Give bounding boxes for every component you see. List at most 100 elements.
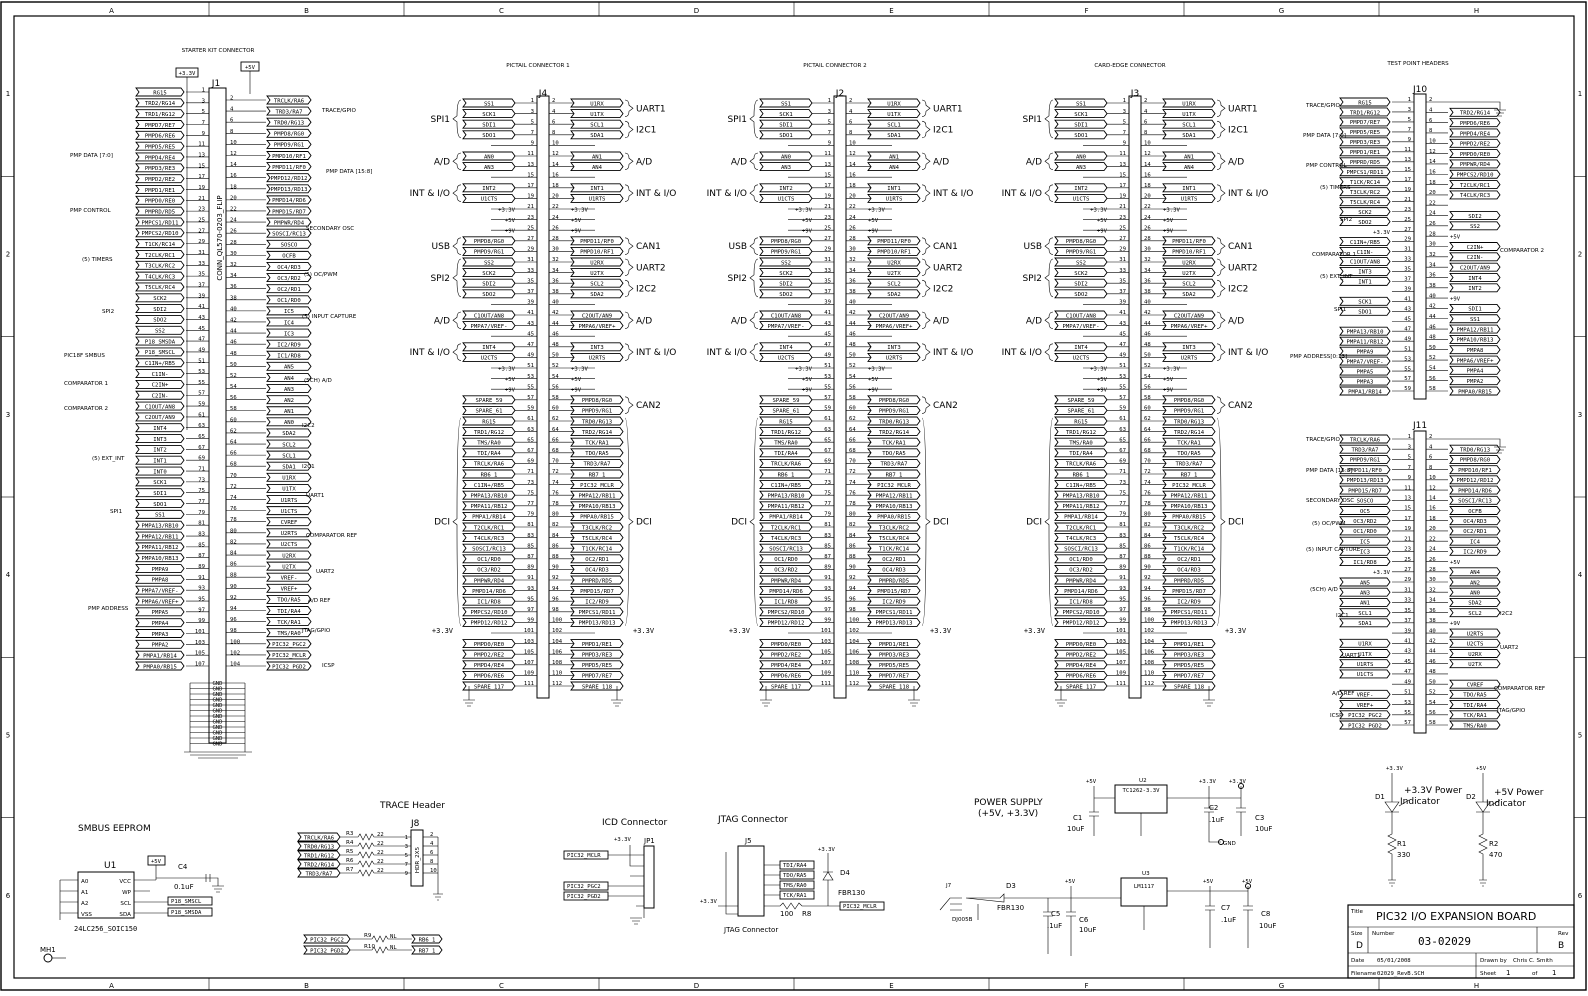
j4-right-bracket-7 xyxy=(624,311,634,329)
j1-right-pin-num-36: 74 xyxy=(230,495,237,501)
j1-left-net-int1: INT1 xyxy=(153,459,166,465)
j2-right-group-a-d: A/D xyxy=(933,157,949,167)
j1-left-pin-num-42: 85 xyxy=(198,542,205,548)
j4-left-pin-3: 7 xyxy=(531,130,534,136)
j4-right-net-box-43 xyxy=(570,554,624,564)
j10-left-net-box-15 xyxy=(1339,247,1391,256)
d4-refdes: D4 xyxy=(840,869,850,877)
j8-left-pin-0: 1 xyxy=(405,835,408,841)
j3-right-net-pmpd3-re3: PMPD3/RE3 xyxy=(1174,653,1204,659)
j1-left-net-box-37 xyxy=(135,488,185,498)
j3-left-net-t4clk-rc3: T4CLK/RC3 xyxy=(1066,536,1096,542)
j1-left-net-box-3 xyxy=(135,120,185,129)
j4-left-pin-9: 19 xyxy=(527,194,534,200)
j4-right-pin-0: 2 xyxy=(552,98,555,104)
j1-left-pin-num-50: 101 xyxy=(195,629,205,635)
j4-left-net-box-51 xyxy=(462,639,516,649)
j11-left-net-ic3: IC3 xyxy=(1360,550,1370,556)
j4-left-pin-14: 29 xyxy=(527,247,534,253)
j10-right-pin-1: 4 xyxy=(1429,108,1433,114)
j2-left-net-box-33 xyxy=(759,448,813,458)
j3-left-pin-5: 11 xyxy=(1119,151,1126,157)
j4-right-net-box-48 xyxy=(570,607,624,617)
trace-res-symbol-4 xyxy=(340,869,411,877)
j11-left-pin-5: 11 xyxy=(1404,485,1411,491)
col-label-top-e: E xyxy=(889,7,893,15)
j11-right-net-u2rx: U2RX xyxy=(1468,652,1482,658)
j3-right-pin-31: 64 xyxy=(1144,427,1151,433)
title-block-lines xyxy=(1348,926,1574,978)
connector-j2: 1SS13SCK15SDI17SDO1911AN013AN31517INT219… xyxy=(707,95,973,707)
c1-value: 10uF xyxy=(1067,825,1084,833)
j1-right-net-box-51 xyxy=(266,661,312,671)
j10-left-pin-9: 19 xyxy=(1404,187,1411,193)
j11-left-net-oc5: OC5 xyxy=(1360,509,1370,515)
j10-right-pin-28: 58 xyxy=(1429,386,1436,392)
j3-right-pin-45: 92 xyxy=(1144,575,1151,581)
j1-right-pin-num-45: 92 xyxy=(230,595,237,601)
j2-left-net-pmpcs2-rd10: PMPCS2/RD10 xyxy=(767,610,804,616)
j2-left-pin-36: 73 xyxy=(824,480,831,486)
j2-right-net-box-37 xyxy=(867,490,921,500)
j1-part-number: CONN_QL570-0203_FLIP xyxy=(216,195,224,280)
j1-left-pin-num-53: 107 xyxy=(195,662,205,668)
tb-date: 05/01/2008 xyxy=(1377,958,1411,964)
j3-right-pin-2: 6 xyxy=(1144,119,1147,125)
j2-left-rail-25: +3.3V xyxy=(795,366,812,372)
j2-right-pin-15: 32 xyxy=(849,257,856,263)
j4-left-pin-4: 9 xyxy=(531,141,534,147)
j3-right-net-pmpa0-rb15: PMPA0/RB15 xyxy=(1172,515,1206,521)
j4-right-pin-46: 94 xyxy=(552,586,559,592)
j2-right-pin-21: 44 xyxy=(849,321,856,327)
j4-left-pin-25: 51 xyxy=(527,363,534,369)
j11-right-pin-10: 22 xyxy=(1429,536,1436,542)
j2-left-net-box-44 xyxy=(759,564,813,574)
j1-right-net-box-31 xyxy=(266,439,312,449)
j4-left-net-box-30 xyxy=(462,416,516,426)
j10-right-pin-9: 20 xyxy=(1429,190,1436,196)
tb-number-label: Number xyxy=(1372,931,1395,937)
j11-right-net-an4: AN4 xyxy=(1470,570,1481,576)
j10-right-pin-11: 24 xyxy=(1429,211,1436,217)
j1-body xyxy=(208,87,227,744)
j11-right-pin-20: 42 xyxy=(1429,638,1436,644)
j4-left-net-box-15 xyxy=(462,257,516,267)
j11-left-net-an3: AN3 xyxy=(1360,591,1370,597)
j2-right-net-an4: AN4 xyxy=(889,165,900,171)
j1-left-net-pmpa9: PMPA9 xyxy=(152,567,169,573)
j2-right-pin-44: 90 xyxy=(849,565,856,571)
j1-note-uart1: UART1 xyxy=(306,493,325,499)
j2-right-net-oc2-rd1: OC2/RD1 xyxy=(882,557,906,563)
j4-left-rail-26: +5V xyxy=(505,377,516,383)
j3-right-net-box-3 xyxy=(1162,130,1216,140)
j1-right-net-box-6 xyxy=(266,162,312,172)
j10-right-net-box-21 xyxy=(1449,314,1501,324)
j1-note-timers: (5) TIMERS xyxy=(82,257,113,263)
j2-right-net-box-29 xyxy=(867,405,921,415)
jp1-body xyxy=(643,845,655,909)
j4-left-net-box-44 xyxy=(462,564,516,574)
j2-left-pin-54: 109 xyxy=(821,671,831,677)
j2-left-pin-50: 101 xyxy=(821,628,831,634)
j11-right-net-box-15 xyxy=(1449,587,1501,597)
j3-right-net-box-14 xyxy=(1162,246,1216,256)
j3-left-pin-29: 59 xyxy=(1119,406,1126,412)
j3-left-net-box-24 xyxy=(1054,352,1108,362)
j4-left-net-box-38 xyxy=(462,501,516,511)
j3-right-pin-37: 76 xyxy=(1144,490,1151,496)
j3-right-bracket-6 xyxy=(1216,279,1226,298)
j10-right-pin-4: 10 xyxy=(1429,138,1436,144)
j1-left-net-ss2: SS2 xyxy=(155,329,165,335)
j3-right-group-a-d: A/D xyxy=(1228,316,1244,326)
j2-left-pin-40: 81 xyxy=(824,522,831,528)
j11-right-pin-18: 38 xyxy=(1429,618,1436,624)
j3-right-pin-33: 68 xyxy=(1144,448,1151,454)
j4-right-pin-41: 84 xyxy=(552,533,559,539)
j2-left-net-box-15 xyxy=(759,257,813,267)
j10-left-net-box-10 xyxy=(1339,197,1391,207)
j4-left-pin-45: 91 xyxy=(527,575,534,581)
j3-right-pin-32: 66 xyxy=(1144,437,1151,443)
j3-left-pin-36: 73 xyxy=(1119,480,1126,486)
j2-left-bracket-3 xyxy=(749,237,759,255)
